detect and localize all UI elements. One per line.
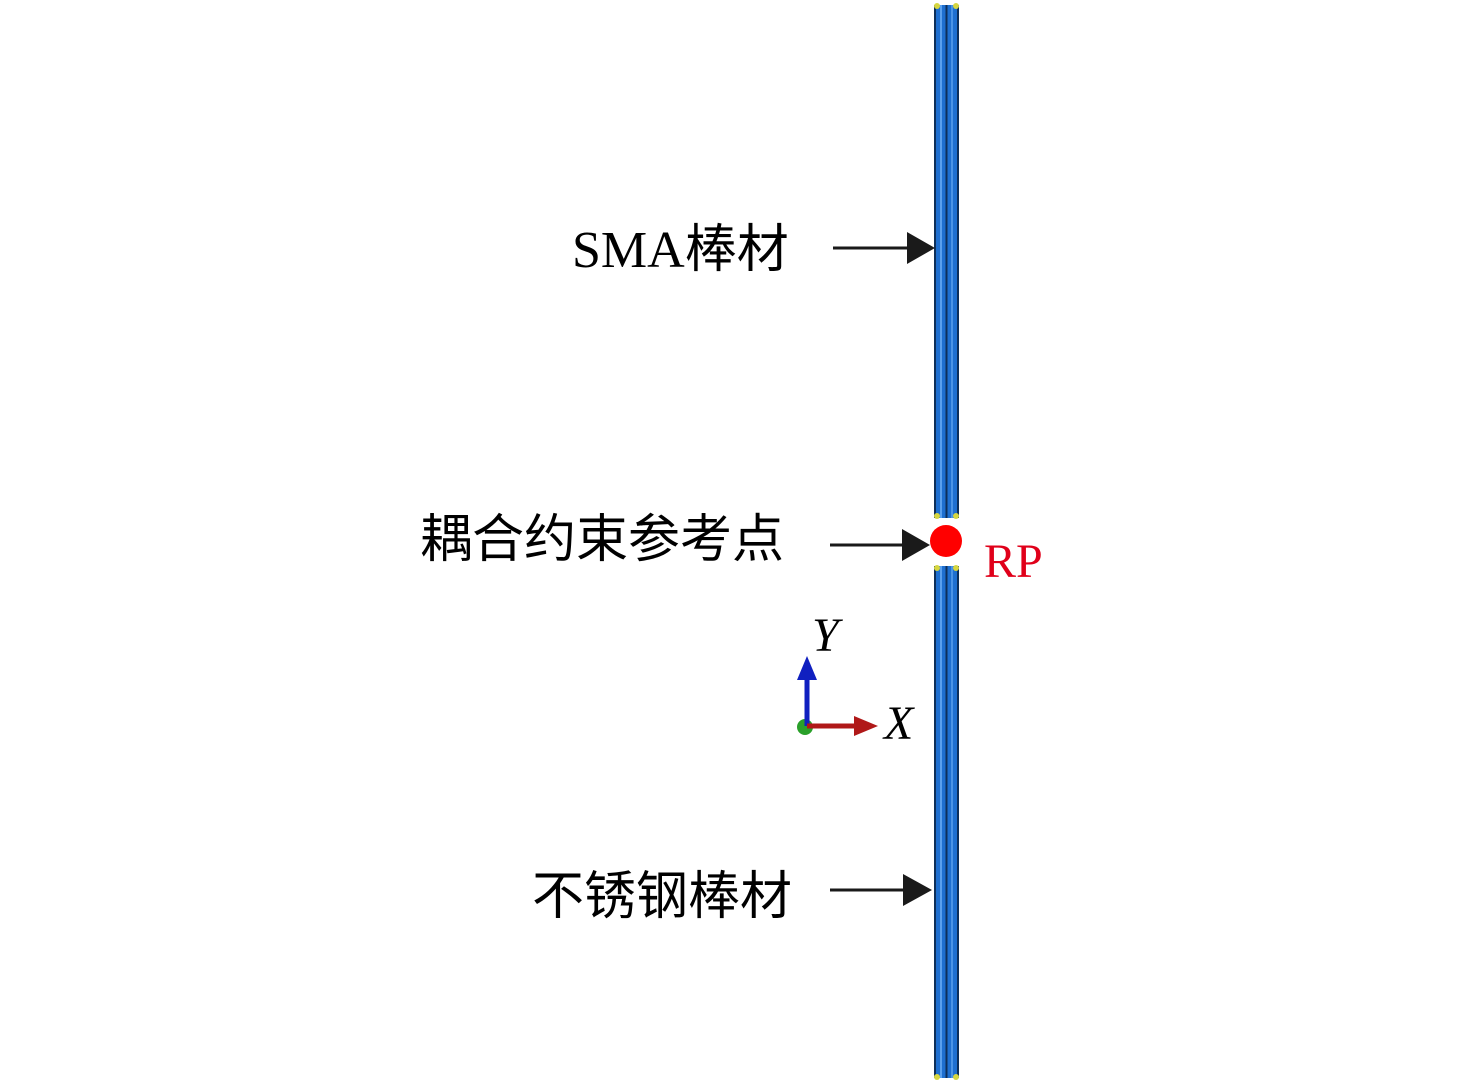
rp-label: RP	[984, 535, 1043, 588]
stainless-steel-rod-label: 不锈钢棒材	[532, 869, 793, 926]
coupling-reference-point-label: 耦合约束参考点	[420, 512, 785, 569]
node-marker	[953, 565, 959, 571]
node-marker	[934, 565, 940, 571]
node-marker	[953, 3, 959, 9]
sma-rod-label: SMA棒材	[572, 222, 789, 279]
arrow-steel	[830, 874, 932, 906]
y-axis-label: Y	[812, 609, 839, 662]
node-marker	[953, 1074, 959, 1080]
x-axis-label: X	[884, 697, 914, 750]
node-marker	[934, 1074, 940, 1080]
node-marker	[934, 513, 940, 519]
arrow-coupling	[830, 529, 930, 561]
sma-rod	[934, 3, 959, 519]
reference-point-marker	[930, 525, 962, 557]
node-marker	[934, 3, 940, 9]
stainless-steel-rod	[934, 565, 959, 1080]
coordinate-triad	[797, 656, 878, 736]
node-marker	[953, 513, 959, 519]
arrow-sma	[833, 232, 935, 264]
